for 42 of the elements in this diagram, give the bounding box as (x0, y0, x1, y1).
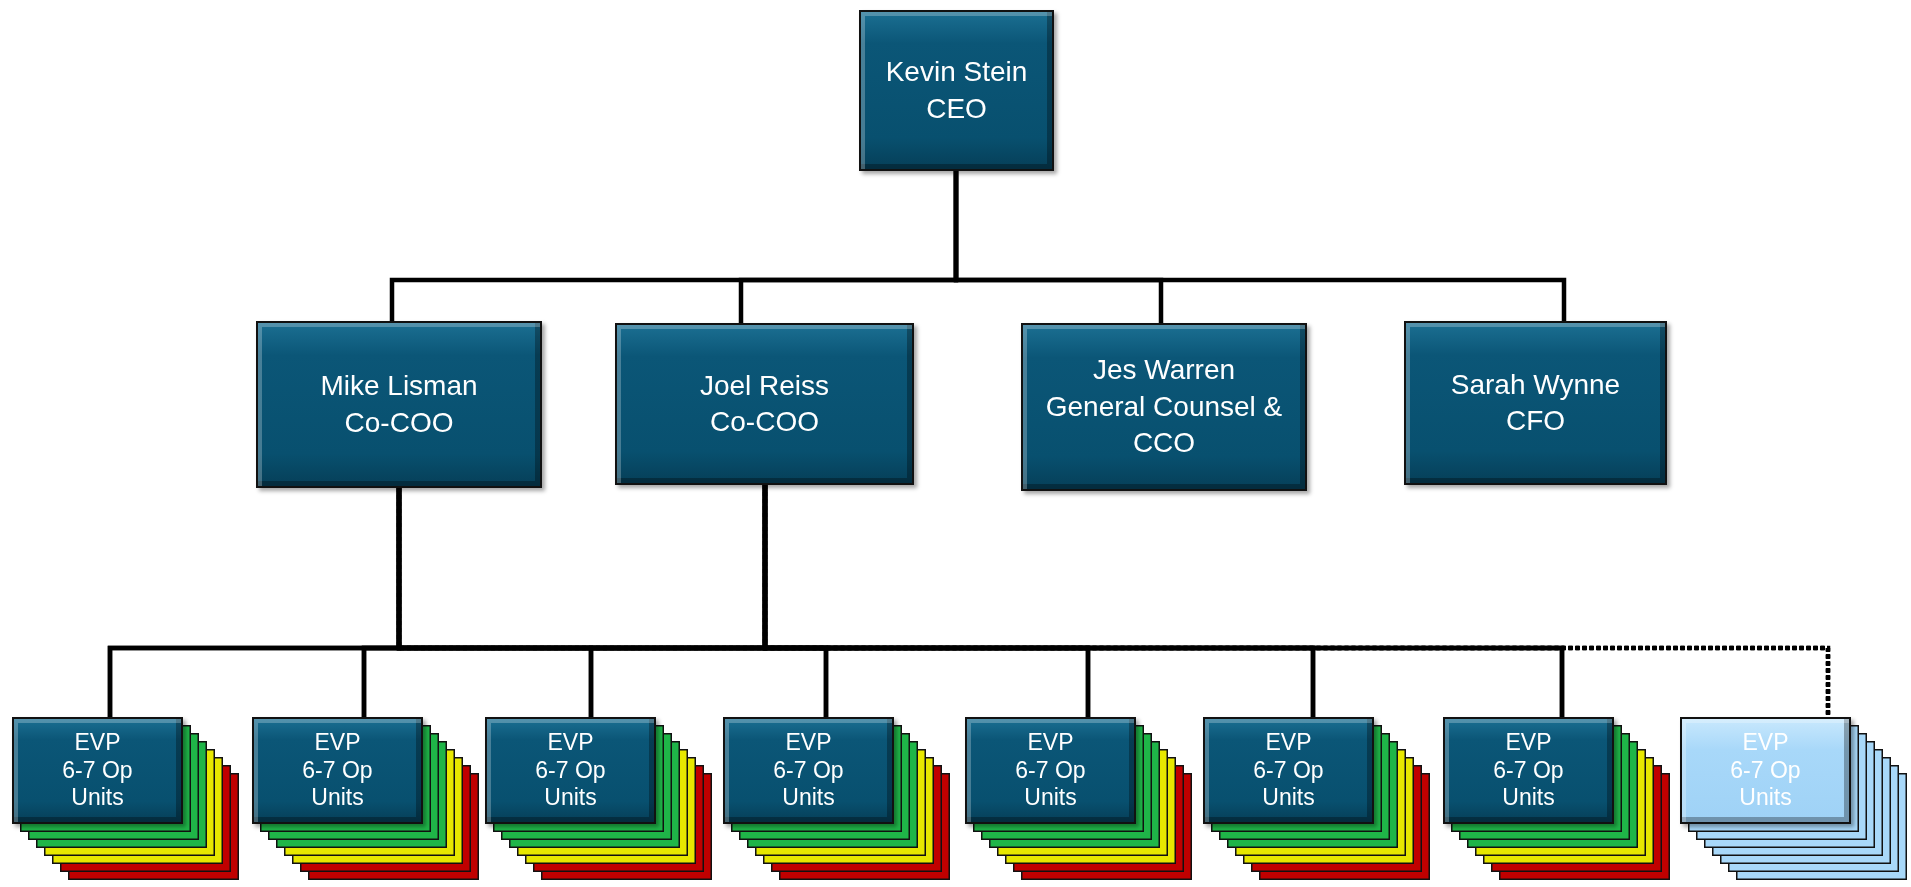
connector-line (396, 488, 1831, 717)
role-title: EVP (314, 729, 361, 757)
role-box (1021, 323, 1307, 491)
unit-count: 6-7 Op Units (1492, 756, 1565, 812)
role-title: EVP (1505, 729, 1552, 757)
unit-card (723, 717, 894, 824)
unit-count: 6-7 Op Units (1014, 756, 1087, 812)
role-title: EVP (785, 729, 832, 757)
unit-count: 6-7 Op Units (1252, 756, 1325, 812)
unit-count: 6-7 Op Units (301, 756, 374, 812)
person-name: Sarah Wynne (1450, 367, 1621, 402)
role-box (615, 323, 914, 485)
role-title: EVP (74, 729, 121, 757)
role-box (1404, 321, 1667, 485)
role-box (256, 321, 542, 488)
unit-card (965, 717, 1136, 824)
role-title: EVP (1742, 729, 1789, 757)
role-title: CFO (1505, 404, 1566, 438)
role-title: Co-COO (710, 405, 819, 439)
person-name: Kevin Stein (885, 55, 1028, 90)
unit-card (1680, 717, 1851, 824)
connector-line (953, 171, 1567, 321)
unit-card (252, 717, 423, 824)
role-title: EVP (1265, 729, 1312, 757)
unit-count: 6-7 Op Units (1729, 756, 1802, 812)
unit-count: 6-7 Op Units (772, 756, 845, 812)
unit-card (1203, 717, 1374, 824)
person-name: Joel Reiss (699, 368, 830, 403)
role-title: EVP (1027, 729, 1074, 757)
role-title: Co-COO (344, 405, 454, 440)
role-box (859, 10, 1054, 171)
unit-card (485, 717, 656, 824)
person-name: Mike Lisman (320, 369, 478, 404)
unit-count: 6-7 Op Units (534, 756, 607, 812)
connector-line (762, 485, 1831, 717)
person-name: Jes Warren (1092, 353, 1236, 388)
role-title: EVP (547, 729, 594, 757)
role-title: General Counsel & CCO (1044, 389, 1284, 461)
unit-card (12, 717, 183, 824)
role-title: CEO (926, 91, 987, 126)
unit-count: 6-7 Op Units (61, 756, 134, 812)
unit-card (1443, 717, 1614, 824)
